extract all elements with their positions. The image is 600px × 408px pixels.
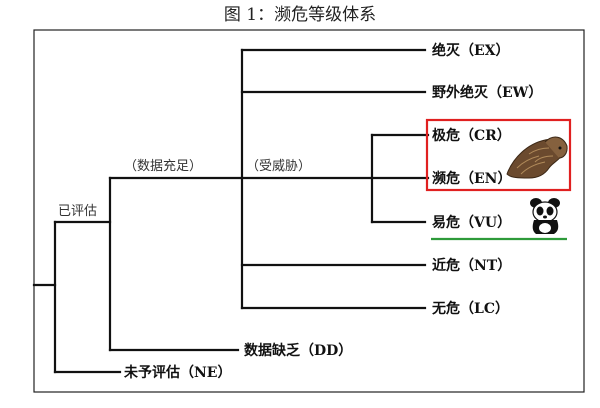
category-ex: 绝灭（EX） [432, 42, 510, 59]
category-dd: 数据缺乏（DD） [244, 342, 352, 359]
category-nt: 近危（NT） [432, 257, 511, 274]
pangolin-icon [506, 136, 568, 179]
category-ne: 未予评估（NE） [124, 364, 231, 381]
threatened-label: （受威胁） [246, 159, 311, 174]
category-ew: 野外绝灭（EW） [432, 84, 542, 101]
category-vu: 易危（VU） [432, 214, 511, 231]
diagram-frame [33, 29, 585, 393]
assessed-label: 已评估 [58, 204, 97, 219]
endangered-highlight-box [425, 118, 572, 192]
category-en: 濒危（EN） [432, 170, 511, 187]
adequate-data-label: （数据充足） [124, 158, 202, 174]
wwf-panda-logo-icon [530, 198, 560, 234]
figure-title: 图 1：濒危等级体系 [224, 5, 376, 25]
category-lc: 无危（LC） [431, 300, 509, 317]
tree-lines [32, 48, 430, 374]
category-cr: 极危（CR） [432, 127, 511, 144]
